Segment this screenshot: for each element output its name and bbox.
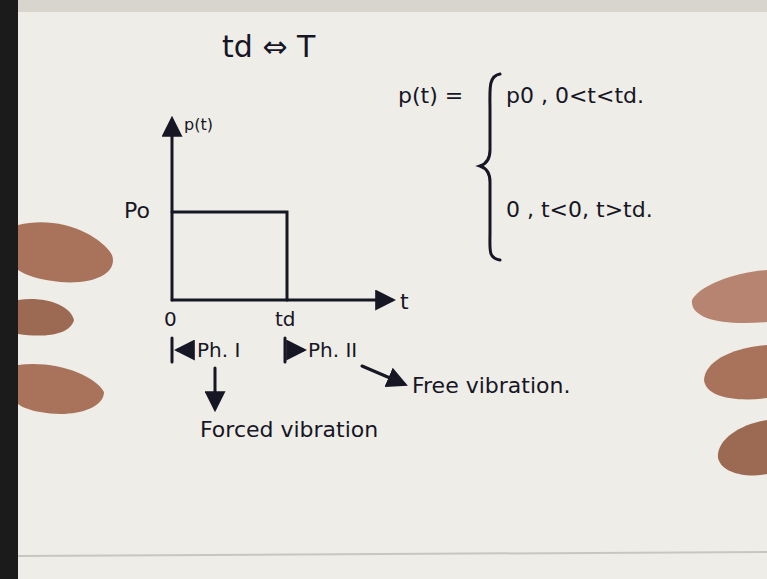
vertical-axis — [171, 120, 174, 300]
paper-edge — [18, 552, 767, 556]
phase-label: Ph. I — [197, 339, 240, 361]
axis-value: 0 — [164, 308, 177, 330]
left-finger — [18, 222, 113, 282]
heading: td ⇔ T — [222, 30, 315, 63]
left-finger — [18, 299, 74, 336]
axis-value: td — [275, 308, 296, 330]
pointer-arrow — [362, 366, 404, 384]
axis-label: p(t) — [184, 116, 213, 134]
note-text: Forced vibration — [200, 418, 378, 442]
note-text: Free vibration. — [412, 374, 570, 398]
curly-brace — [480, 74, 500, 260]
phase-label: Ph. II — [308, 339, 357, 361]
rectangular-pulse — [172, 212, 287, 300]
phase-arrow — [178, 349, 192, 352]
left-finger — [18, 364, 104, 414]
pointer-arrow — [214, 368, 217, 408]
right-finger — [718, 420, 767, 475]
time-axis — [172, 299, 392, 302]
left-dark-edge — [0, 0, 18, 579]
top-shadow — [0, 0, 767, 12]
equation-text: p(t) = — [398, 84, 463, 108]
right-finger — [692, 270, 767, 323]
equation-case: p0 , 0<t<td. — [506, 84, 644, 108]
equation-case: 0 , t<0, t>td. — [506, 198, 653, 222]
phase-tick — [171, 338, 174, 362]
load-value: Po — [124, 199, 150, 223]
right-finger — [704, 345, 767, 399]
phase-tick — [284, 338, 287, 362]
axis-label: t — [400, 290, 409, 314]
phase-arrow — [289, 349, 303, 352]
